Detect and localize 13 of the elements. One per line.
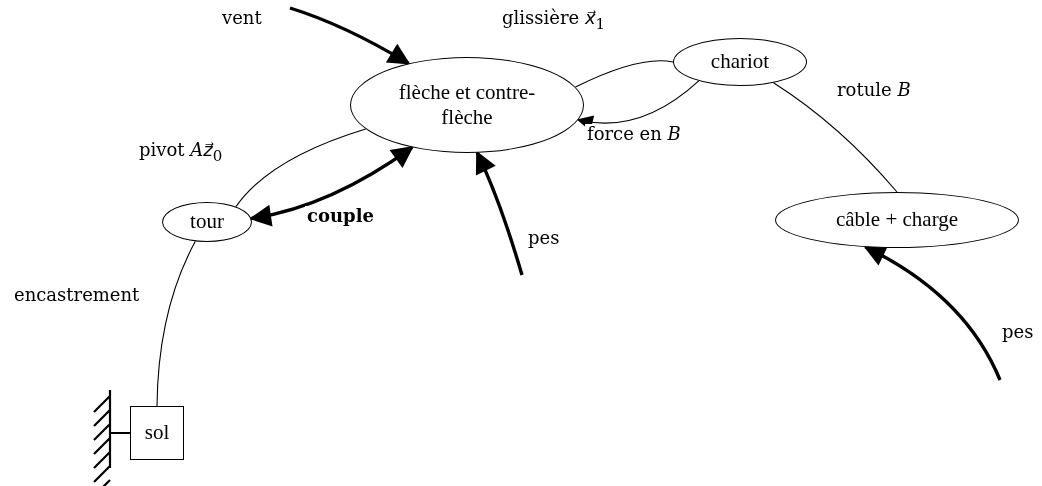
node-label: chariot	[710, 49, 770, 75]
connector-line	[235, 128, 367, 208]
edge-label: couple	[305, 206, 376, 226]
node-label: câble + charge	[835, 207, 959, 233]
arrow	[289, 6, 411, 65]
connector-line	[772, 82, 898, 193]
box-node	[130, 406, 184, 460]
node-label: flèche et contre-flèche	[397, 79, 537, 131]
connector-line	[156, 240, 196, 407]
node-label: tour	[190, 209, 224, 235]
connector-line	[574, 60, 674, 88]
node-label: sol	[144, 420, 170, 446]
arrow	[249, 146, 414, 226]
